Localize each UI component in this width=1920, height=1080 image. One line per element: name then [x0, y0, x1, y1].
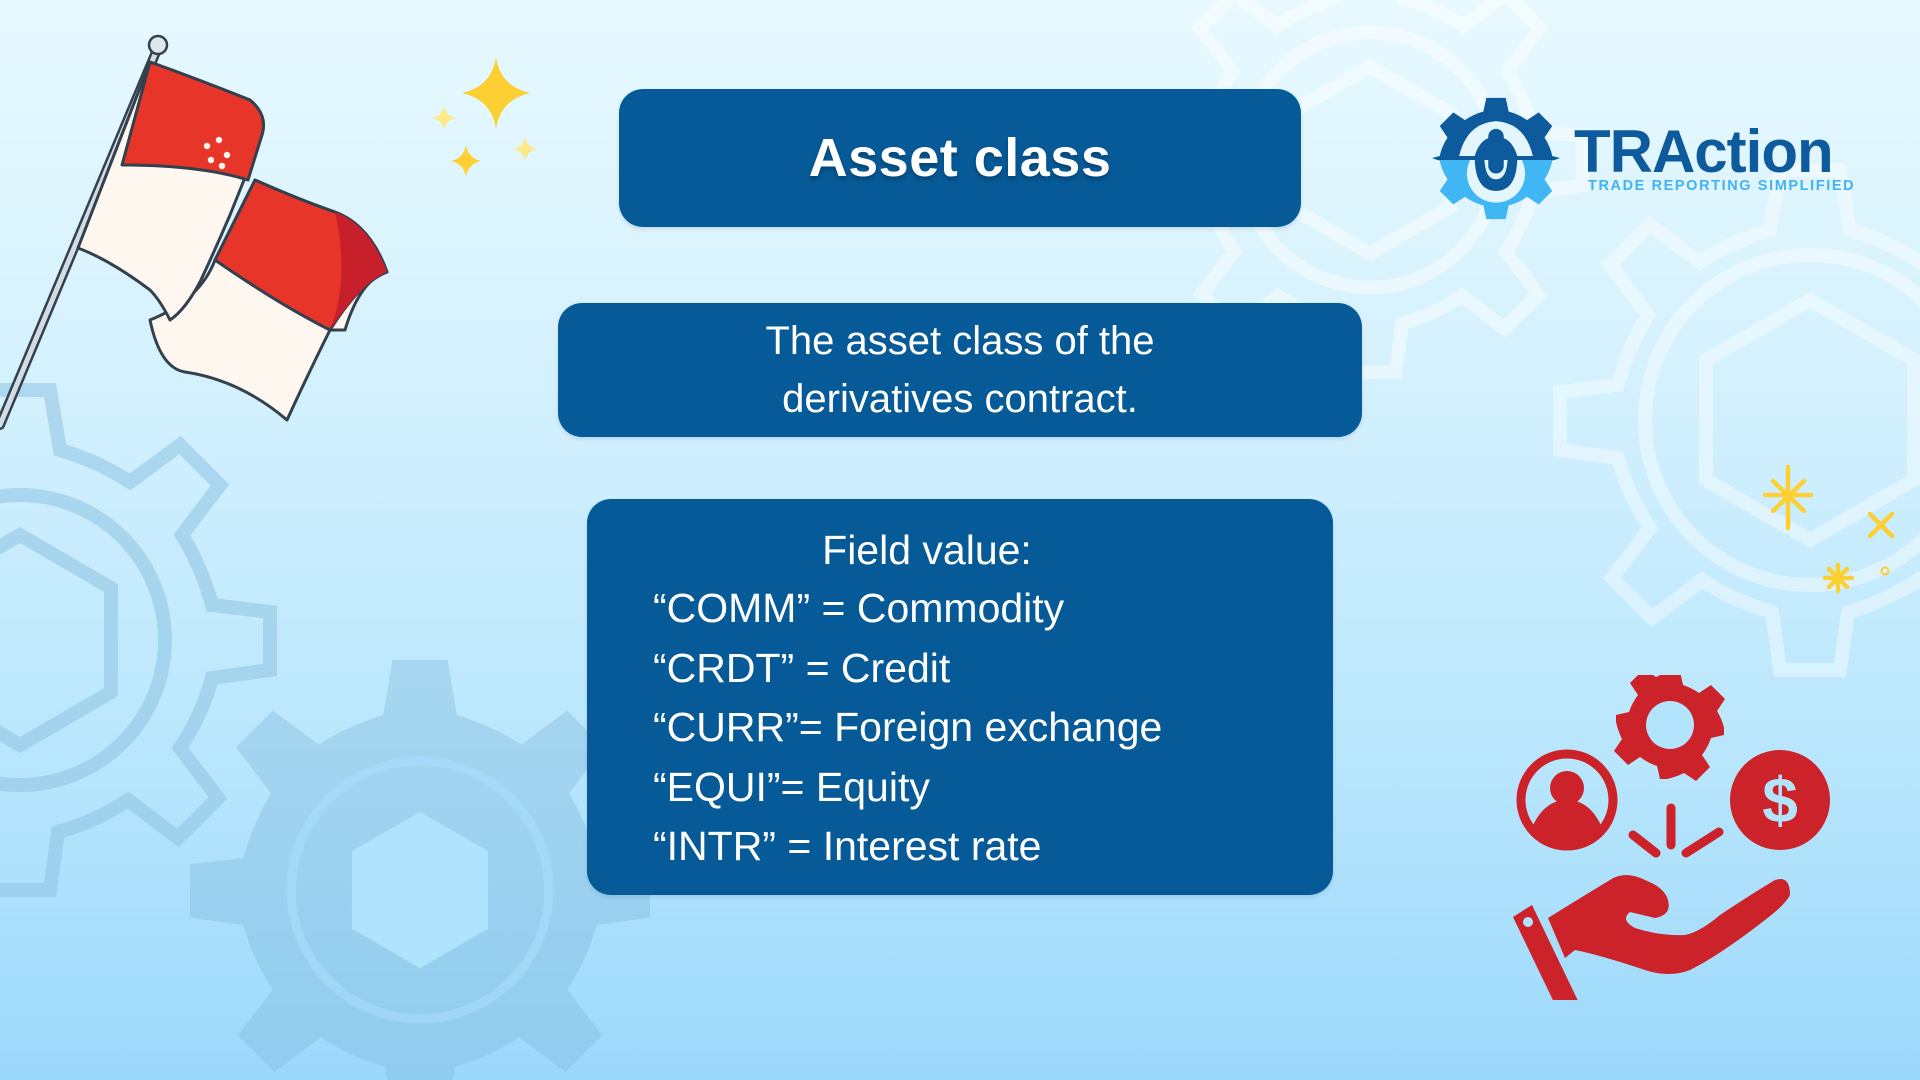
dollar-icon: $: [1730, 750, 1830, 850]
field-value-label: Equity: [815, 763, 930, 810]
singapore-flag-icon: [0, 34, 389, 430]
field-value-separator: =: [775, 823, 823, 869]
finance-illustration: $: [1513, 675, 1830, 1000]
gear-icon: [1614, 675, 1725, 781]
logo-gear-icon: [1432, 97, 1560, 220]
field-value-item: “COMM” = Commodity: [653, 579, 1333, 639]
field-value-label: Interest rate: [822, 823, 1042, 869]
field-value-label: Commodity: [856, 585, 1065, 631]
field-value-code: “COMM”: [653, 585, 811, 631]
page-title: Asset class: [808, 128, 1112, 188]
description-card: The asset class of the derivatives contr…: [558, 303, 1362, 437]
traction-logo: TRAction TRADE REPORTING SIMPLIFIED: [1432, 92, 1862, 224]
user-icon: [1516, 749, 1618, 851]
field-value-code: “INTR”: [653, 823, 776, 869]
field-value-label: Credit: [840, 644, 951, 691]
field-value-code: “CRDT”: [653, 644, 795, 691]
svg-text:$: $: [1762, 764, 1798, 836]
description-line: The asset class of the: [765, 319, 1155, 363]
field-value-separator: =: [798, 704, 835, 750]
title-card: Asset class: [619, 89, 1301, 227]
field-value-code: “EQUI”: [653, 763, 781, 810]
brand-tagline: TRADE REPORTING SIMPLIFIED: [1588, 178, 1856, 194]
field-value-separator: =: [794, 644, 841, 691]
field-value-item: “CURR”= Foreign exchange: [653, 698, 1333, 758]
hand-icon: [1513, 875, 1790, 1000]
sparkles-icon: [432, 57, 537, 177]
field-value-code: “CURR”: [653, 704, 799, 750]
field-value-item: “INTR” = Interest rate: [653, 817, 1333, 877]
description-line: derivatives contract.: [782, 377, 1138, 421]
field-value-label: Foreign exchange: [834, 704, 1163, 750]
field-value-item: “CRDT” = Credit: [653, 639, 1333, 699]
field-values-heading: Field value:: [822, 527, 1032, 573]
field-values-card: Field value: “COMM” = Commodity “CRDT” =…: [587, 499, 1333, 895]
brand-name: TRAction: [1574, 118, 1834, 185]
field-value-separator: =: [780, 763, 816, 810]
field-value-item: “EQUI”= Equity: [653, 758, 1333, 818]
sparkles-icon: [1762, 464, 1895, 594]
field-value-separator: =: [810, 585, 857, 631]
